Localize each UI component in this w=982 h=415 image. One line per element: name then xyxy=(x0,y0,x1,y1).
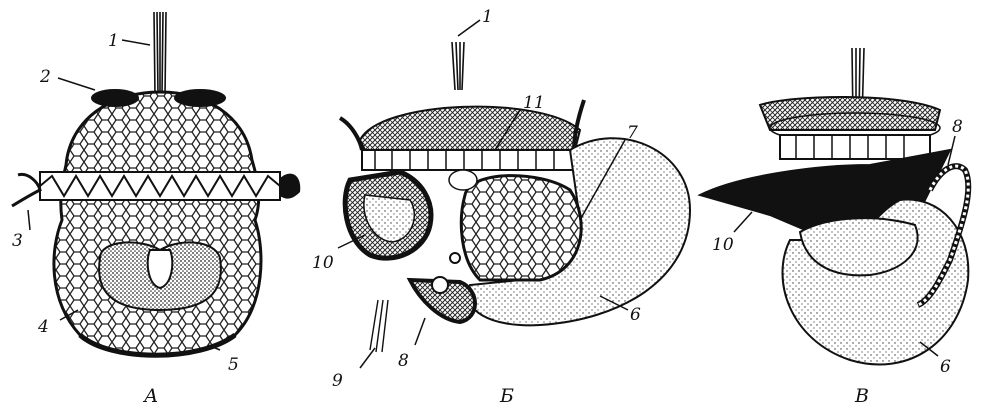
panel-b: 1 11 7 10 6 9 8 Б xyxy=(312,7,690,407)
panel-caption-v: В xyxy=(854,385,869,407)
label-b-8: 8 xyxy=(398,351,409,371)
label-v-10: 10 xyxy=(712,235,734,255)
panel-caption-a: А xyxy=(142,385,158,407)
label-a-1: 1 xyxy=(108,31,119,51)
apical-tuft-a xyxy=(154,12,166,95)
label-b-11: 11 xyxy=(523,93,545,113)
panel-v: 8 10 6 В xyxy=(700,48,968,407)
label-b-1: 1 xyxy=(482,7,493,27)
panel-caption-b: Б xyxy=(499,385,514,407)
label-v-8: 8 xyxy=(952,117,963,137)
larva-body-a xyxy=(54,92,261,355)
label-a-2: 2 xyxy=(39,67,51,87)
label-v-6: 6 xyxy=(940,357,951,377)
label-b-7: 7 xyxy=(627,123,638,143)
label-b-9: 9 xyxy=(332,371,343,391)
label-a-4: 4 xyxy=(37,317,49,337)
label-b-10: 10 xyxy=(312,253,334,273)
label-a-5: 5 xyxy=(228,355,239,375)
panel-a: 1 2 3 4 5 А xyxy=(12,12,300,407)
central-organ-b xyxy=(461,176,581,280)
episphere-b xyxy=(360,107,580,150)
label-a-3: 3 xyxy=(12,231,23,251)
label-b-6: 6 xyxy=(630,305,641,325)
